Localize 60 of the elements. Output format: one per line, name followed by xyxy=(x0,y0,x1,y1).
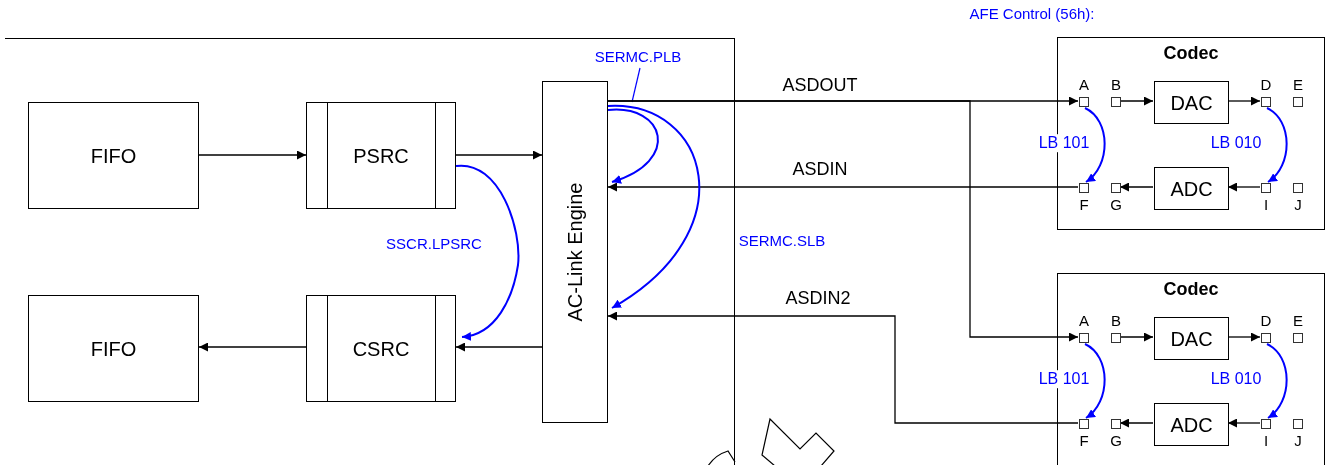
pin-label: E xyxy=(1293,77,1303,93)
pin-label: J xyxy=(1294,433,1302,449)
arrow xyxy=(455,150,543,160)
pin-label: I xyxy=(1263,197,1269,213)
codec-title: Codec xyxy=(1162,280,1220,300)
converter-block xyxy=(306,295,456,402)
pin-label: B xyxy=(1111,77,1121,93)
pin-label: J xyxy=(1294,197,1302,213)
pin-label: B xyxy=(1111,313,1121,329)
block-label: FIFO xyxy=(90,337,137,360)
process-box xyxy=(1154,167,1229,210)
block-label: CSRC xyxy=(352,337,410,360)
arrow xyxy=(1227,96,1261,106)
pin-label: D xyxy=(1260,77,1272,93)
register-note: AFE Control (56h): xyxy=(969,5,1095,23)
arrow xyxy=(198,150,307,160)
loopback-arrow xyxy=(1266,343,1288,419)
pin-label: F xyxy=(1079,433,1089,449)
arrow xyxy=(607,182,1079,192)
block-label: ADC xyxy=(1170,177,1213,200)
codec-title: Codec xyxy=(1162,44,1220,64)
codec-box xyxy=(1057,37,1325,230)
arrow xyxy=(607,100,1079,342)
arrow xyxy=(1119,96,1154,106)
process-box xyxy=(28,102,199,209)
block-label: ADC xyxy=(1170,413,1213,436)
loopback-arrow xyxy=(1266,107,1288,183)
pin-label: D xyxy=(1260,313,1272,329)
process-box xyxy=(1154,81,1229,124)
arrow xyxy=(455,342,543,352)
loopback-arrow xyxy=(1084,107,1106,183)
pin-label: E xyxy=(1293,313,1303,329)
block-label: PSRC xyxy=(353,144,409,167)
pin-label: A xyxy=(1079,313,1089,329)
pin-label: F xyxy=(1079,197,1089,213)
block-label: DAC xyxy=(1170,91,1213,114)
arrow xyxy=(1119,418,1154,428)
pin-label: G xyxy=(1110,433,1122,449)
loopback-arrow xyxy=(607,105,700,309)
engine-block xyxy=(542,81,608,423)
block-label: DAC xyxy=(1170,327,1213,350)
process-box xyxy=(28,295,199,402)
pin-label: A xyxy=(1079,77,1089,93)
loopback-arrow xyxy=(607,108,659,184)
arrow xyxy=(1227,332,1261,342)
loopback-arrow xyxy=(455,165,520,341)
arrow xyxy=(1227,418,1261,428)
loopback-arrow xyxy=(1084,343,1106,419)
converter-block xyxy=(306,102,456,209)
arrow xyxy=(607,311,1079,424)
process-box xyxy=(1154,403,1229,446)
pin-label: I xyxy=(1263,433,1269,449)
arrow xyxy=(1119,182,1154,192)
pin-label: G xyxy=(1110,197,1122,213)
block-label: AC-Link Engine xyxy=(564,182,586,322)
arrow xyxy=(198,342,307,352)
process-box xyxy=(1154,317,1229,360)
arrow xyxy=(1119,332,1154,342)
block-label: FIFO xyxy=(90,144,137,167)
arrow xyxy=(1227,182,1261,192)
